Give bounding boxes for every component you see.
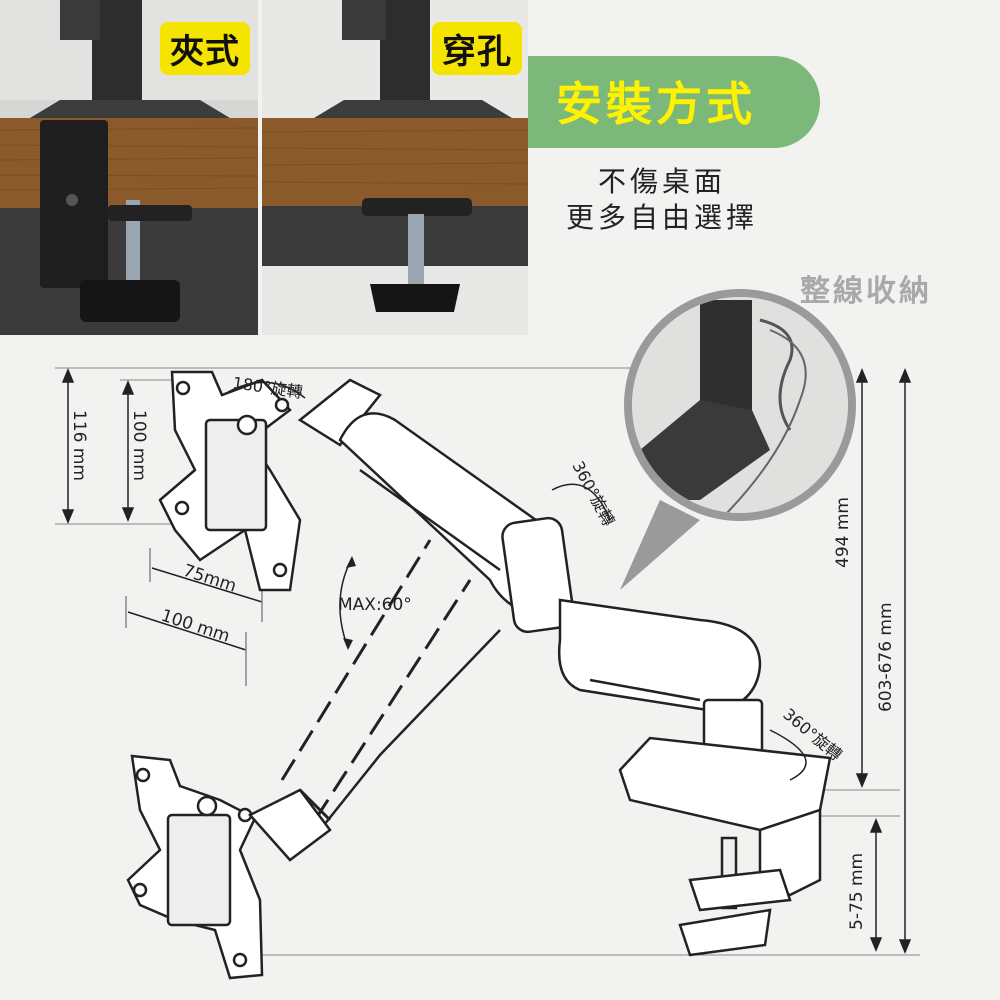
grommet-install-photo: [262, 0, 528, 335]
grommet-mount-label: 穿孔: [432, 22, 522, 75]
dim-116: 116 mm: [69, 410, 89, 481]
dim-desk-thickness: 5-75 mm: [847, 853, 867, 930]
tilt-label: MAX:60°: [338, 595, 412, 615]
dim-494: 494 mm: [833, 497, 853, 568]
upper-vesa-plate: [158, 370, 302, 592]
elbow-rotation-label: 360°旋轉: [568, 458, 618, 529]
cable-management-zoom: [620, 289, 856, 590]
elbow-rotation-arc: [551, 483, 611, 521]
dim-height-range: 603-676 mm: [876, 602, 896, 712]
lower-vesa-plate: [126, 754, 264, 980]
lowered-arm-outline: [280, 539, 501, 831]
dim-100-horizontal: 100 mm: [158, 606, 232, 647]
base-rotation-arc: [769, 729, 807, 781]
feature-line-2: 更多自由選擇: [566, 201, 759, 234]
install-method-banner: [528, 56, 820, 148]
lowered-arm-joint: [247, 788, 332, 862]
feature-line-1: 不傷桌面: [598, 165, 727, 198]
dim-100-vertical: 100 mm: [129, 410, 149, 481]
install-method-title: 安裝方式: [556, 77, 756, 131]
desk-clamp-base: [618, 698, 832, 957]
forearm: [557, 598, 762, 714]
plate-rotation-arc: [227, 381, 306, 399]
cable-management-label: 整線收納: [800, 274, 932, 309]
dimension-lines: [61, 368, 912, 954]
dim-75: 75mm: [180, 561, 238, 597]
upper-arm: [297, 378, 575, 634]
clamp-mount-label: 夾式: [160, 22, 250, 75]
